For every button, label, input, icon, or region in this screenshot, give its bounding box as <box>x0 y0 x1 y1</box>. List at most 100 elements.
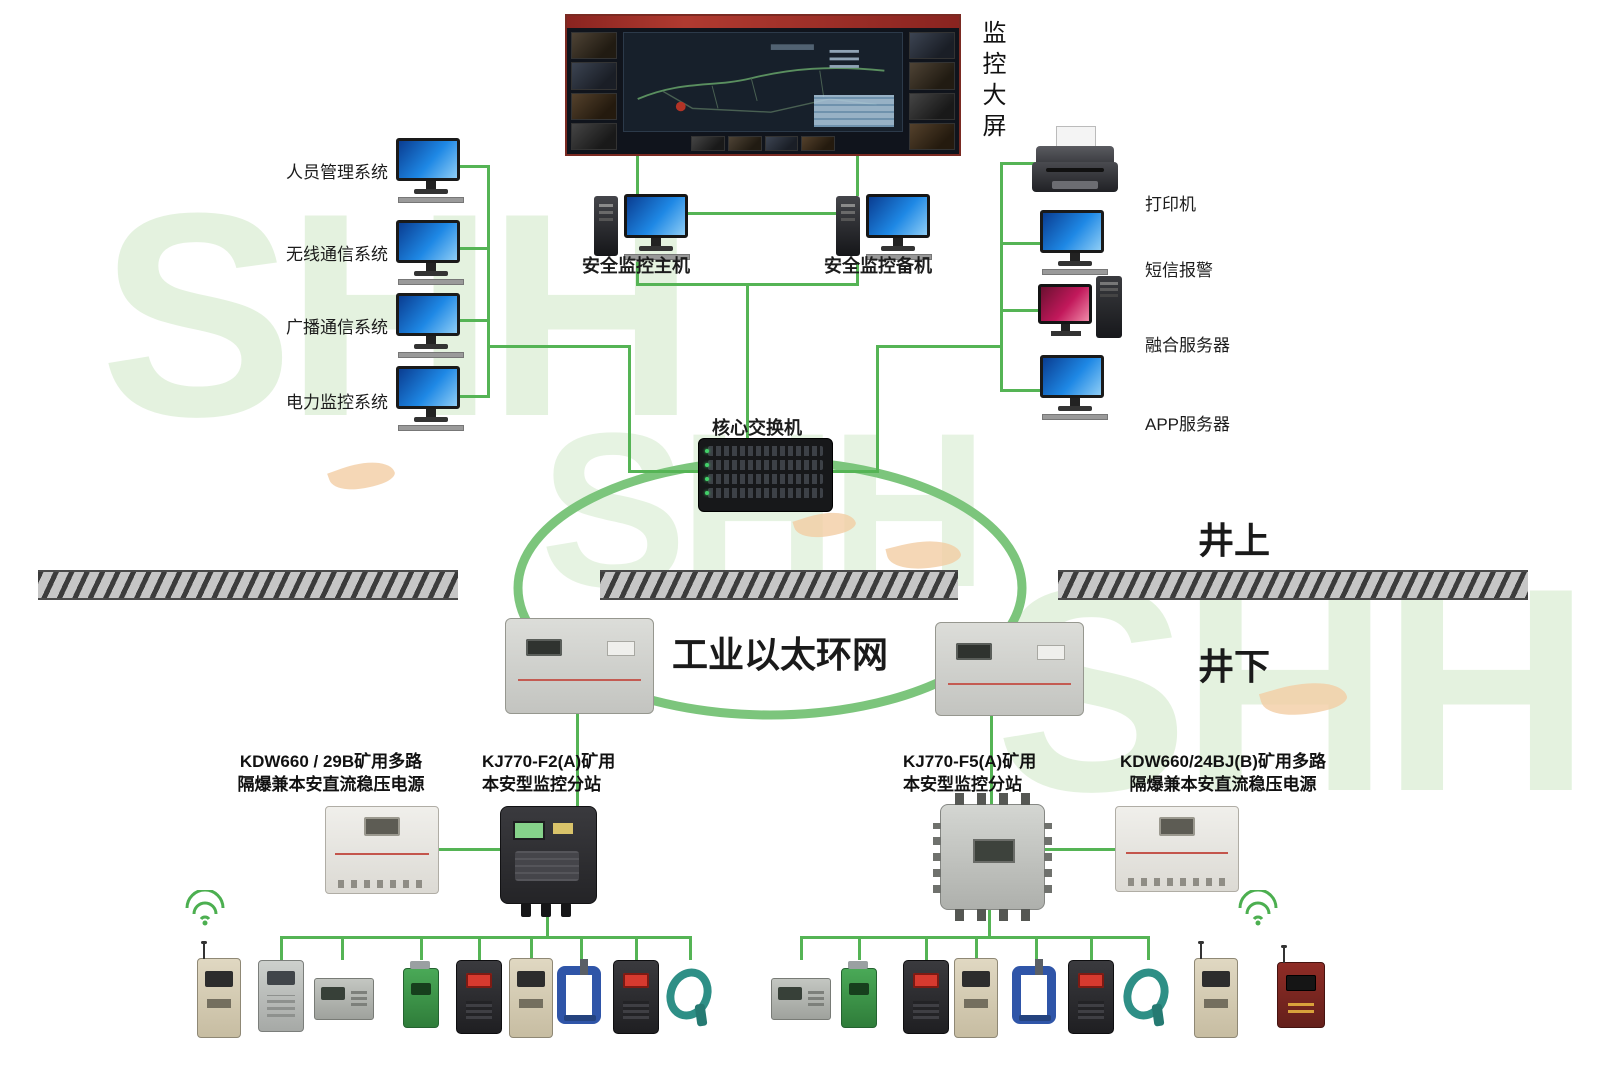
connector <box>1043 848 1115 851</box>
camera-thumb-icon <box>727 136 762 151</box>
monitor-icon <box>396 138 466 203</box>
connector <box>1000 162 1003 392</box>
connector <box>1000 162 1038 165</box>
camera-thumb-icon <box>571 92 617 120</box>
main-host-computer-icon <box>594 194 694 264</box>
substation-right-icon <box>933 793 1052 921</box>
connector <box>458 319 489 322</box>
connector <box>580 936 583 960</box>
connector <box>530 936 533 960</box>
connector <box>746 283 749 439</box>
camera-thumb-icon <box>909 62 955 90</box>
label-line: 隔爆兼本安直流稳压电源 <box>1129 775 1317 794</box>
fusion-server-icon <box>1038 276 1122 344</box>
connector <box>636 156 639 196</box>
sensor-icon <box>314 978 374 1020</box>
connector <box>833 470 879 473</box>
label-core-switch: 核心交换机 <box>712 418 802 438</box>
label-ethernet-ring: 工业以太环网 <box>671 634 888 675</box>
connector <box>628 345 631 473</box>
connector <box>280 936 283 960</box>
connector <box>1000 309 1038 312</box>
camera-thumbnails-left <box>571 32 617 150</box>
label-left-substation: KJ770-F2(A)矿用 本安型监控分站 <box>482 750 652 796</box>
camera-thumb-icon <box>909 122 955 150</box>
data-table-panel <box>814 95 894 127</box>
connector <box>689 936 692 960</box>
ring-enclosure-left-icon <box>505 618 654 714</box>
connector <box>635 936 638 960</box>
sensor-icon <box>841 961 877 1028</box>
label-right-substation: KJ770-F5(A)矿用 本安型监控分站 <box>903 750 1073 796</box>
sensor-icon <box>1277 945 1325 1028</box>
sensor-icon <box>509 958 553 1038</box>
wifi-icon <box>185 890 225 926</box>
monitor-icon <box>1040 210 1110 275</box>
video-wall-titlebar <box>567 16 959 28</box>
connector <box>487 165 490 398</box>
monitor-icon <box>396 366 466 431</box>
sensor-icon <box>403 961 439 1028</box>
camera-thumb-icon <box>571 122 617 150</box>
sensor-icon <box>258 960 304 1032</box>
ring-enclosure-right-icon <box>935 622 1084 716</box>
connector <box>478 936 481 960</box>
camera-thumbnails-bottom <box>691 136 835 151</box>
label-line: 本安型监控分站 <box>903 775 1022 794</box>
connector <box>925 936 928 960</box>
sensor-icon <box>1068 960 1114 1034</box>
connector <box>1147 936 1150 960</box>
connector <box>546 900 549 938</box>
sensor-icon <box>771 978 831 1020</box>
label-app-server: APP服务器 <box>1145 415 1231 434</box>
connector <box>990 712 993 806</box>
camera-thumb-icon <box>801 136 835 151</box>
label-line: KJ770-F2(A)矿用 <box>482 752 616 771</box>
connector <box>458 395 489 398</box>
label-backup-host: 安全监控备机 <box>824 256 932 276</box>
label-left-power-supply: KDW660 / 29B矿用多路 隔爆兼本安直流稳压电源 <box>224 750 438 796</box>
sensor-icon <box>1194 941 1238 1038</box>
connector <box>876 345 879 473</box>
connector <box>628 470 700 473</box>
connector <box>420 936 423 960</box>
camera-thumb-icon <box>571 32 617 60</box>
power-supply-left-icon <box>325 806 439 894</box>
connector <box>1000 242 1040 245</box>
connector <box>458 165 489 168</box>
connector <box>975 936 978 960</box>
sensor-icon <box>613 960 659 1034</box>
label-printer: 打印机 <box>1145 195 1196 214</box>
ground-surface-bar <box>600 570 958 600</box>
connector <box>437 848 500 851</box>
connector <box>856 156 859 196</box>
label-line: KDW660 / 29B矿用多路 <box>239 752 423 771</box>
sensor-icon <box>197 941 241 1038</box>
label-line: 隔爆兼本安直流稳压电源 <box>237 775 425 794</box>
sensor-icon <box>954 958 998 1038</box>
connector <box>800 936 803 960</box>
connector <box>487 345 630 348</box>
mine-map-view <box>623 32 903 132</box>
camera-thumbnails-right <box>909 32 955 150</box>
core-switch-icon <box>698 438 833 512</box>
label-main-host: 安全监控主机 <box>582 256 690 276</box>
label-line: KDW660/24BJ(B)矿用多路 <box>1120 752 1326 771</box>
label-above-ground: 井上 <box>1198 520 1271 561</box>
sensor-icon <box>456 960 502 1034</box>
connector <box>876 345 1003 348</box>
connector <box>1035 936 1038 960</box>
camera-thumb-icon <box>571 62 617 90</box>
monitor-icon <box>1040 355 1110 420</box>
monitor-wall-label: 监控大屏 <box>978 20 1005 144</box>
connector <box>636 262 639 285</box>
label-below-ground: 井下 <box>1198 646 1271 687</box>
connector <box>280 936 692 939</box>
connector <box>1090 936 1093 960</box>
power-supply-right-icon <box>1115 806 1239 892</box>
substation-left-icon <box>500 806 597 917</box>
printer-icon <box>1032 126 1118 200</box>
label-right-power-supply: KDW660/24BJ(B)矿用多路 隔爆兼本安直流稳压电源 <box>1094 750 1352 796</box>
video-wall-screen <box>565 14 961 156</box>
monitor-icon <box>396 293 466 358</box>
